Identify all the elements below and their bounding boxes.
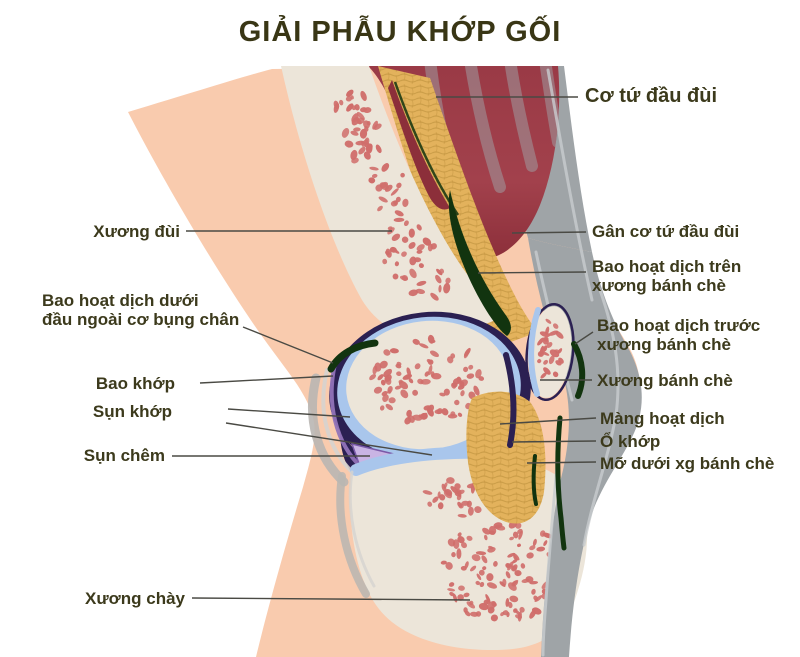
label-infrapatellar-fat: Mỡ dưới xg bánh chè [600,454,775,473]
suprapatellar-bursa [448,190,511,336]
label-articular-cartilage: Sụn khớp [92,402,172,421]
infrapatellar-bursa-small [531,454,538,506]
femur-marrow-speckles [333,89,485,425]
label-suprapatellar-bursa: Bao hoạt dịch trên xương bánh chè [592,257,742,295]
capsule-lower-arcs [336,470,376,598]
leader-lines [172,96,597,601]
synovial-fold [503,352,517,448]
infrapatellar-fat-pad [466,391,546,524]
muscle-sliver [388,80,450,210]
label-joint-capsule: Bao khớp [95,374,175,393]
label-synovial-membrane: Màng hoạt dịch [600,409,725,428]
bursae [327,339,586,551]
diagram-title: GIẢI PHẪU KHỚP GỐI [238,16,562,48]
gastrocnemius-bursa [327,339,379,373]
prepatellar-bursa [571,341,586,399]
label-gastrocnemius-bursa: Bao hoạt dịch dưới đầu ngoài cơ bụng châ… [42,291,240,329]
patella-marrow-speckles [537,318,564,379]
infrapatellar-bursa-deep [555,415,567,551]
label-femur: Xương đùi [93,222,180,241]
label-joint-cavity: Ổ khớp [600,432,661,451]
fascia-streaks [534,68,620,657]
label-quadriceps-tendon: Gân cơ tứ đầu đùi [592,222,740,241]
patella [525,302,575,402]
label-patella: Xương bánh chè [597,371,733,390]
label-prepatellar-bursa: Bao hoạt dịch trước xương bánh chè [597,316,761,354]
label-tibia: Xương chày [85,589,185,608]
label-meniscus: Sụn chêm [83,446,165,465]
label-quadriceps: Cơ tứ đầu đùi [585,85,718,107]
fat-band [378,66,538,346]
